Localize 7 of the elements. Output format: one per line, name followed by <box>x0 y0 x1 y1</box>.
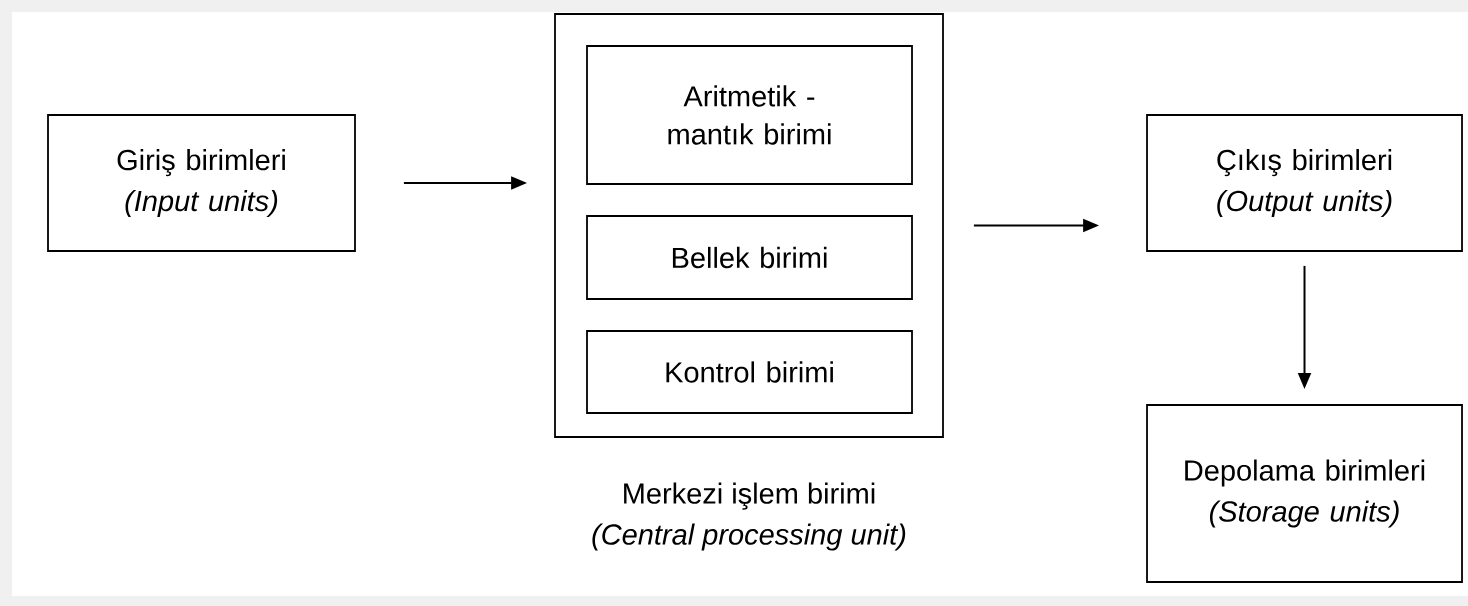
unit-box: Çıkış birimleri (Output units) <box>1146 114 1463 252</box>
unit-box: Depolama birimleri (Storage units) <box>1146 404 1463 583</box>
box-caption: Merkezi işlem birimi (Central processing unit) <box>592 482 906 551</box>
process-box: Kontrol birimi <box>586 330 913 414</box>
process-box: Bellek birimi <box>586 215 913 300</box>
unit-box: Giriş birimleri (Input units) <box>47 114 356 252</box>
process-box: Aritmetik - mantık birimi <box>586 45 913 185</box>
